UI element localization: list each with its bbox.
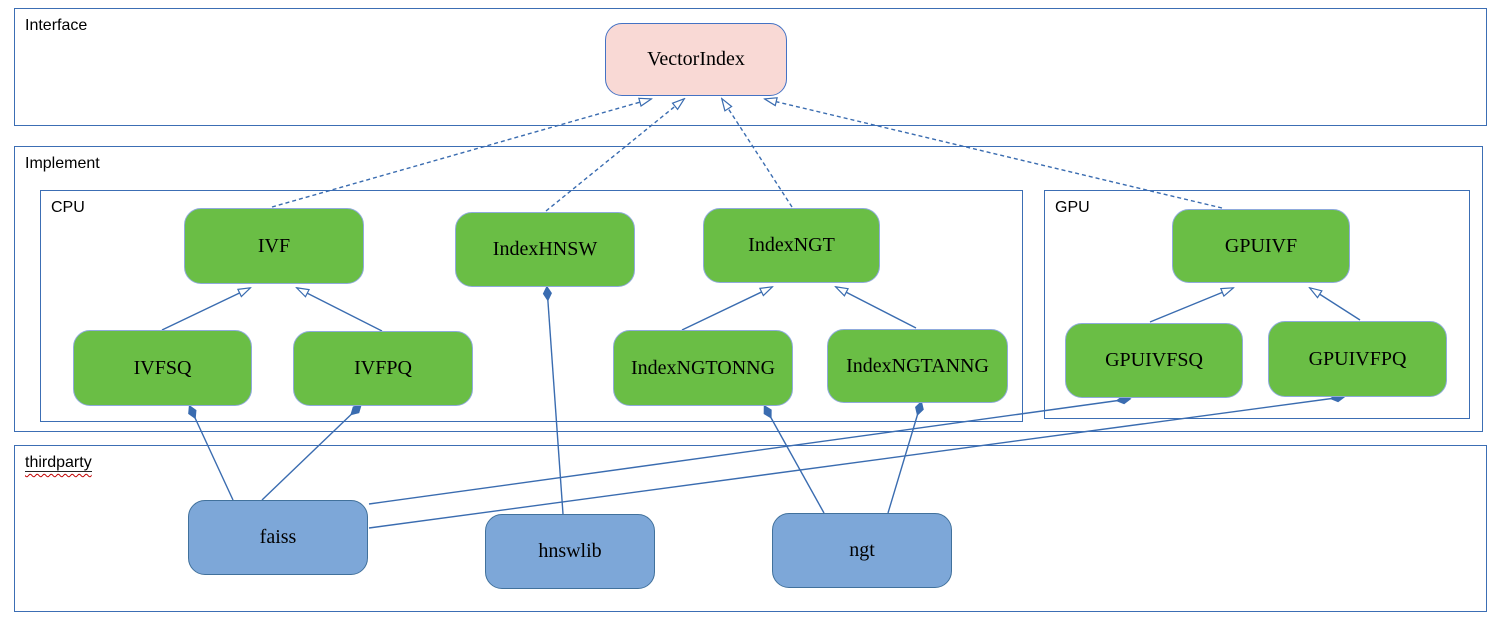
edge-gpuivfpq-faiss [368, 393, 1346, 529]
edge-indexngtonng-indexngt [681, 287, 772, 331]
container-cpu: CPU [40, 190, 1023, 422]
node-hnswlib: hnswlib [485, 514, 655, 589]
edge-indexngtonng-ngt [763, 404, 825, 514]
container-gpu-label: GPU [1055, 199, 1090, 216]
node-indexngt: IndexNGT [703, 208, 880, 283]
node-gpuivfsq: GPUIVFSQ [1065, 323, 1243, 398]
edge-indexngtanng-ngt [887, 400, 924, 514]
node-gpuivfpq-label: GPUIVFPQ [1308, 347, 1407, 370]
node-indexngtanng: IndexNGTANNG [827, 329, 1008, 403]
container-cpu-label: CPU [51, 199, 85, 216]
node-hnswlib-label: hnswlib [538, 540, 602, 562]
container-thirdparty: thirdparty [14, 445, 1487, 612]
edge-ivfpq-faiss [261, 404, 362, 501]
node-gpuivf-label: GPUIVF [1224, 234, 1298, 257]
node-ivfsq-label: IVFSQ [133, 356, 192, 379]
node-indexngt-label: IndexNGT [748, 234, 835, 256]
node-indexhnsw-label: IndexHNSW [492, 238, 598, 260]
node-gpuivf: GPUIVF [1172, 209, 1350, 283]
node-vectorindex: VectorIndex [605, 23, 787, 96]
node-indexngtanng-label: IndexNGTANNG [846, 354, 989, 377]
node-gpuivfsq-label: GPUIVFSQ [1105, 349, 1203, 371]
node-indexhnsw: IndexHNSW [455, 212, 635, 287]
node-indexngtonng: IndexNGTONNG [613, 330, 793, 406]
container-thirdparty-label-text: thirdparty [25, 454, 92, 472]
edge-indexhnsw-hnswlib [542, 285, 564, 515]
container-implement-label: Implement [25, 155, 100, 172]
edge-indexngtanng-indexngt [836, 287, 917, 329]
edge-gpuivfsq-faiss [368, 395, 1132, 505]
node-ivfpq-label: IVFPQ [354, 357, 412, 379]
edge-ivfpq-ivf [297, 288, 383, 332]
node-indexngtonng-label: IndexNGTONNG [630, 356, 776, 379]
node-ivf: IVF [184, 208, 364, 284]
container-interface-label: Interface [25, 17, 88, 34]
container-interface: Interface [14, 8, 1487, 126]
node-ivfsq: IVFSQ [73, 330, 252, 406]
node-faiss-label: faiss [259, 526, 297, 548]
node-faiss: faiss [188, 500, 368, 575]
node-ngt: ngt [772, 513, 952, 588]
node-ngt-label: ngt [849, 539, 875, 561]
edge-ivfsq-faiss [188, 404, 234, 501]
node-gpuivfpq: GPUIVFPQ [1268, 321, 1447, 397]
edge-ivfsq-ivf [161, 288, 250, 331]
container-gpu: GPU [1044, 190, 1470, 419]
node-ivfpq: IVFPQ [293, 331, 473, 406]
edge-gpuivfpq-gpuivf [1310, 288, 1361, 321]
edge-indexngt-vectorindex [722, 99, 793, 208]
edge-gpuivfsq-gpuivf [1149, 288, 1233, 323]
edge-gpuivf-vectorindex [765, 99, 1223, 209]
node-vectorindex-label: VectorIndex [647, 48, 745, 70]
edge-ivf-vectorindex [271, 99, 651, 208]
node-ivf-label: IVF [257, 234, 291, 257]
edge-indexhnsw-vectorindex [545, 99, 684, 212]
container-implement: Implement [14, 146, 1483, 432]
container-thirdparty-label: thirdparty [25, 454, 92, 472]
